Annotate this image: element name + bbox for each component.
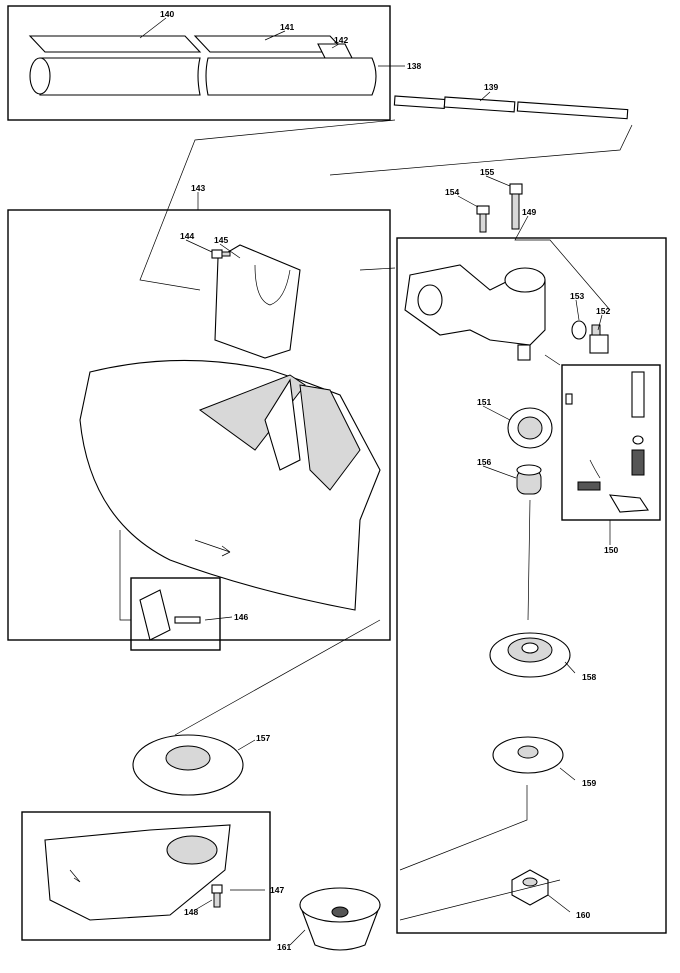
label-sticker-140 bbox=[28, 35, 202, 53]
part-number-159: 159 bbox=[582, 778, 596, 788]
spacer-156 bbox=[516, 464, 542, 495]
part-number-156: 156 bbox=[477, 457, 491, 467]
part-number-138: 138 bbox=[407, 61, 421, 71]
part-number-147: 147 bbox=[270, 885, 284, 895]
protector-group-frame bbox=[21, 811, 271, 941]
lock-pin-set bbox=[565, 371, 649, 513]
part-number-145: 145 bbox=[214, 235, 228, 245]
part-number-140: 140 bbox=[160, 9, 174, 19]
bolt-154 bbox=[476, 205, 490, 233]
washer-153 bbox=[571, 320, 587, 340]
protector-plate-157 bbox=[132, 734, 244, 796]
shaft-pipe bbox=[29, 57, 377, 96]
part-number-160: 160 bbox=[576, 910, 590, 920]
guard-clamp bbox=[139, 589, 171, 641]
guard-plate bbox=[214, 244, 301, 359]
part-number-153: 153 bbox=[570, 291, 584, 301]
part-number-149: 149 bbox=[522, 207, 536, 217]
receiving-washer-158 bbox=[489, 632, 571, 678]
part-number-161: 161 bbox=[277, 942, 291, 952]
part-number-144: 144 bbox=[180, 231, 194, 241]
label-sticker-142 bbox=[317, 43, 353, 59]
bolt-152 bbox=[589, 324, 609, 354]
part-number-154: 154 bbox=[445, 187, 459, 197]
part-number-141: 141 bbox=[280, 22, 294, 32]
part-number-152: 152 bbox=[596, 306, 610, 316]
screw-144 bbox=[211, 249, 231, 259]
part-number-142: 142 bbox=[334, 35, 348, 45]
bearing-151 bbox=[507, 407, 553, 449]
part-number-143: 143 bbox=[191, 183, 205, 193]
part-number-158: 158 bbox=[582, 672, 596, 682]
part-number-150: 150 bbox=[604, 545, 618, 555]
lock-pin-set-frame bbox=[561, 364, 661, 521]
gear-housing bbox=[404, 264, 546, 361]
bolt-148 bbox=[211, 884, 223, 908]
part-number-157: 157 bbox=[256, 733, 270, 743]
guard-clamp-frame bbox=[130, 577, 221, 651]
guard-group-frame bbox=[7, 209, 391, 641]
cup-161 bbox=[299, 887, 381, 951]
protector-147 bbox=[44, 824, 231, 921]
blade-guard bbox=[79, 359, 381, 611]
washer-159 bbox=[492, 736, 564, 774]
part-number-139: 139 bbox=[484, 82, 498, 92]
pipe-group-frame bbox=[7, 5, 391, 121]
part-number-155: 155 bbox=[480, 167, 494, 177]
part-number-148: 148 bbox=[184, 907, 198, 917]
part-number-151: 151 bbox=[477, 397, 491, 407]
bolt-155 bbox=[509, 183, 523, 230]
part-number-146: 146 bbox=[234, 612, 248, 622]
gear-head-group-frame bbox=[396, 237, 667, 934]
drive-shaft bbox=[393, 95, 629, 120]
bolt-146 bbox=[174, 616, 201, 624]
